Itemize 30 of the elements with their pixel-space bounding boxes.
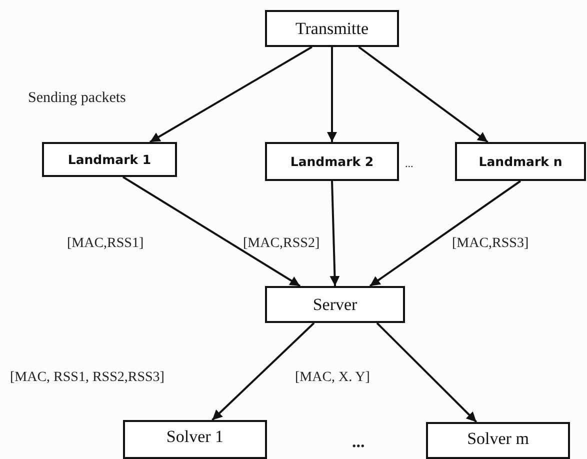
arrow [358, 46, 488, 143]
node-label: Solver 1 [166, 427, 224, 447]
node-label: Landmark 2 [290, 154, 374, 169]
arrow [327, 47, 337, 142]
arrow [369, 180, 522, 287]
process-box [426, 422, 570, 459]
node-label: Server [312, 294, 358, 314]
process-box [123, 420, 267, 459]
arrow [150, 46, 312, 143]
process-box [265, 10, 399, 47]
process-box [42, 142, 177, 177]
arrow [376, 322, 478, 423]
annotation-text: [MAC, RSS1, RSS2,RSS3] [10, 370, 164, 386]
process-box [265, 286, 405, 323]
node-label: Transmitte [295, 18, 369, 38]
ellipsis-text: ... [405, 158, 414, 170]
node-label: Solver m [467, 429, 529, 449]
arrow [330, 180, 340, 286]
annotation-text: Sending packets [28, 90, 126, 107]
process-box [265, 142, 399, 181]
annotation-text: [MAC,RSS1] [67, 236, 144, 252]
node-label: Landmark 1 [68, 152, 152, 167]
annotation-text: [MAC,RSS3] [452, 236, 529, 252]
node-label: Landmark n [478, 154, 562, 169]
annotation-text: [MAC, X. Y] [295, 370, 370, 386]
arrow [122, 176, 301, 287]
process-box [455, 142, 586, 181]
ellipsis-text: ... [352, 432, 365, 452]
annotation-text: [MAC,RSS2] [243, 236, 320, 252]
arrow [212, 322, 315, 421]
